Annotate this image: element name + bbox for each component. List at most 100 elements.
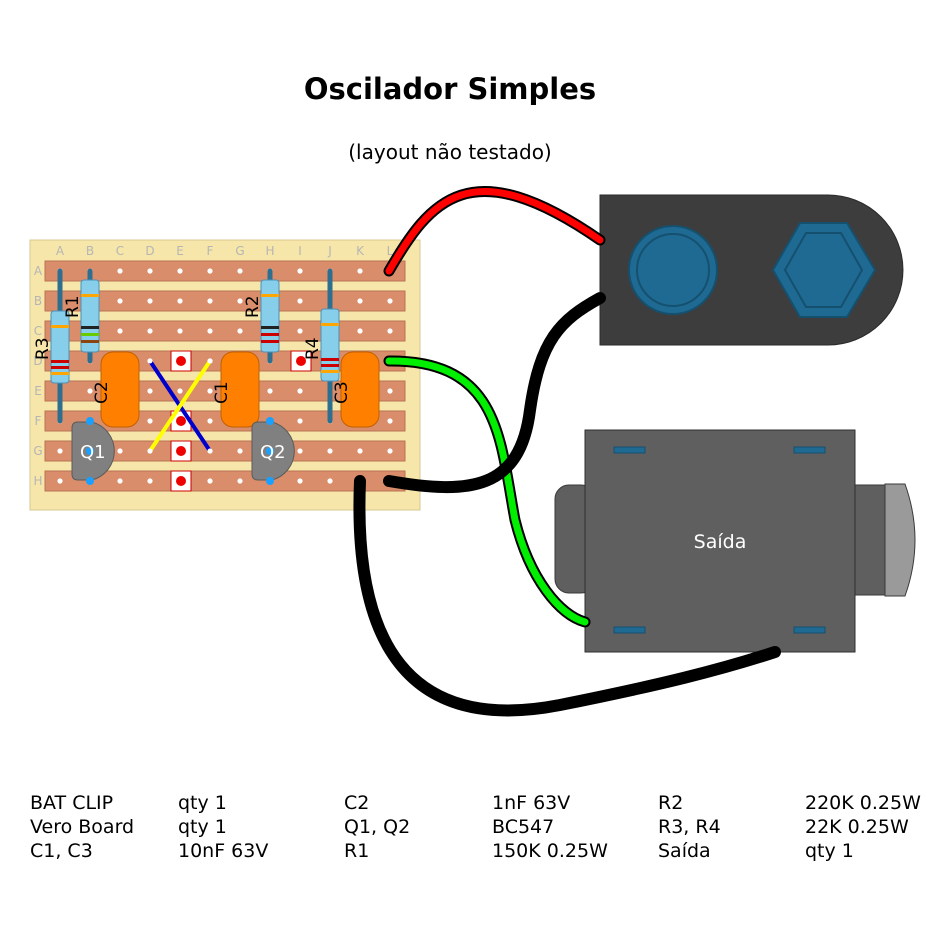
bom-name: Saída bbox=[658, 840, 711, 862]
wire-black-jack bbox=[353, 475, 781, 717]
strip-hole bbox=[297, 478, 303, 484]
strip-hole bbox=[207, 268, 213, 274]
strip-hole bbox=[297, 268, 303, 274]
strip-hole bbox=[387, 418, 393, 424]
column-label: F bbox=[207, 244, 214, 258]
page-subtitle: (layout não testado) bbox=[348, 140, 552, 164]
bom-values-col1: qty 1 qty 1 10nF 63V bbox=[178, 791, 268, 863]
strip-hole bbox=[237, 448, 243, 454]
bom-values-col2: 1nF 63V BC547 150K 0.25W bbox=[492, 791, 608, 863]
bom-name: Q1, Q2 bbox=[344, 816, 411, 838]
column-label: C bbox=[116, 244, 124, 258]
output-jack-label: Saída bbox=[694, 531, 747, 553]
strip-hole bbox=[297, 388, 303, 394]
bom-name: C1, C3 bbox=[30, 840, 93, 862]
row-label: D bbox=[33, 354, 42, 368]
bom-names-col3: R2 R3, R4 Saída bbox=[658, 791, 721, 863]
strip-hole bbox=[387, 328, 393, 334]
capacitor-c3 bbox=[340, 351, 380, 428]
bom-name: Vero Board bbox=[30, 816, 135, 838]
bom-value: 22K 0.25W bbox=[805, 816, 909, 838]
bom-value: BC547 bbox=[492, 816, 555, 838]
bom-name: BAT CLIP bbox=[30, 792, 114, 814]
strip-hole bbox=[387, 388, 393, 394]
bom-values-col3: 220K 0.25W 22K 0.25W qty 1 bbox=[805, 791, 921, 863]
strip-hole bbox=[207, 328, 213, 334]
capacitor-c1 bbox=[220, 351, 260, 428]
column-label: D bbox=[145, 244, 154, 258]
bom-name: R1 bbox=[344, 840, 370, 862]
bom-name: R2 bbox=[658, 792, 684, 814]
transistor-q1 bbox=[71, 417, 115, 485]
strip-hole bbox=[147, 328, 153, 334]
bom-value: 1nF 63V bbox=[492, 792, 571, 814]
resistor-r3 bbox=[50, 310, 70, 384]
strip-hole bbox=[297, 448, 303, 454]
column-label: H bbox=[265, 244, 274, 258]
row-label: H bbox=[33, 474, 42, 488]
track-cuts bbox=[170, 350, 312, 492]
label-r3: R3 bbox=[33, 337, 53, 360]
row-label: C bbox=[34, 324, 42, 338]
resistor-r2 bbox=[260, 279, 280, 353]
strip-hole bbox=[357, 268, 363, 274]
bom-name: R3, R4 bbox=[658, 816, 721, 838]
bom-value: 150K 0.25W bbox=[492, 840, 608, 862]
strip-hole bbox=[117, 298, 123, 304]
strip-hole bbox=[237, 268, 243, 274]
track-cut-dot bbox=[176, 356, 186, 366]
copper-strip bbox=[44, 260, 406, 282]
strip-hole bbox=[297, 328, 303, 334]
strip-hole bbox=[207, 388, 213, 394]
column-label: K bbox=[356, 244, 365, 258]
row-label: A bbox=[34, 264, 43, 278]
strip-hole bbox=[237, 478, 243, 484]
column-label: L bbox=[387, 244, 394, 258]
strip-hole bbox=[207, 298, 213, 304]
strip-hole bbox=[117, 268, 123, 274]
row-label: E bbox=[34, 384, 42, 398]
strip-hole bbox=[147, 418, 153, 424]
strip-hole bbox=[357, 298, 363, 304]
wire-red bbox=[383, 186, 606, 277]
resistor-r1 bbox=[80, 279, 100, 353]
strip-hole bbox=[357, 328, 363, 334]
column-label: G bbox=[235, 244, 244, 258]
column-label: B bbox=[86, 244, 94, 258]
wire-black-battery bbox=[383, 292, 606, 494]
page-title: Oscilador Simples bbox=[303, 72, 597, 106]
bom-names-col1: BAT CLIP Vero Board C1, C3 bbox=[30, 791, 134, 863]
column-label: E bbox=[176, 244, 184, 258]
jumper-yellow bbox=[147, 358, 213, 454]
strip-hole bbox=[177, 268, 183, 274]
transistor-q2 bbox=[251, 417, 295, 485]
copper-strip bbox=[44, 320, 406, 342]
strip-hole bbox=[117, 448, 123, 454]
resistor-r4 bbox=[320, 308, 340, 382]
bom-value: 220K 0.25W bbox=[805, 792, 921, 814]
row-label: F bbox=[35, 414, 42, 428]
bom-names-col2: C2 Q1, Q2 R1 bbox=[344, 791, 410, 863]
strip-hole bbox=[267, 388, 273, 394]
strip-hole bbox=[387, 448, 393, 454]
column-label: A bbox=[56, 244, 65, 258]
strip-hole bbox=[147, 298, 153, 304]
strip-hole bbox=[87, 388, 93, 394]
track-cut-dot bbox=[176, 476, 186, 486]
strip-hole bbox=[177, 328, 183, 334]
track-cut-dot bbox=[176, 446, 186, 456]
strip-hole bbox=[147, 478, 153, 484]
label-q2: Q2 bbox=[260, 442, 286, 463]
bom-name: C2 bbox=[344, 792, 370, 814]
strip-hole bbox=[207, 418, 213, 424]
strip-hole bbox=[237, 298, 243, 304]
strip-hole bbox=[207, 478, 213, 484]
strip-hole bbox=[147, 268, 153, 274]
strip-hole bbox=[327, 478, 333, 484]
bom-value: 10nF 63V bbox=[178, 840, 269, 862]
bom-value: qty 1 bbox=[805, 840, 854, 862]
strip-hole bbox=[297, 418, 303, 424]
strip-hole bbox=[357, 448, 363, 454]
